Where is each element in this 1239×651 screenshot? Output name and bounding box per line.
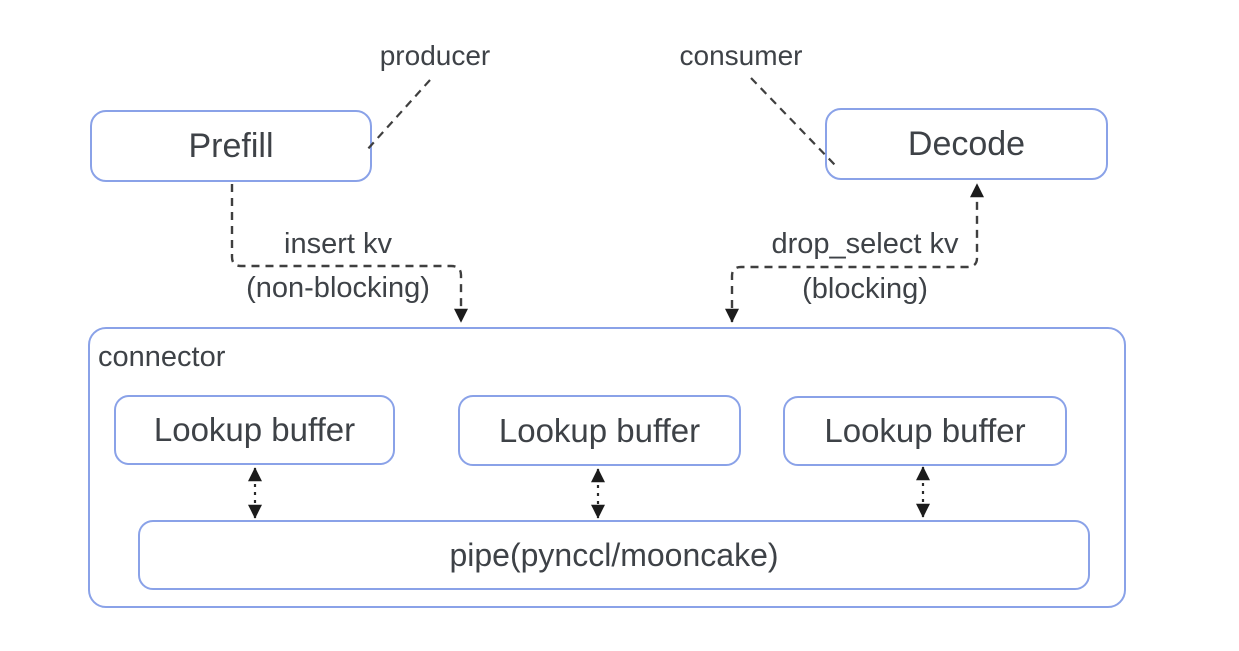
lookup-buffer-label-2: Lookup buffer <box>498 411 701 449</box>
pipe-box: pipe(pynccl/mooncake) <box>138 520 1090 590</box>
pipe-box-label: pipe(pynccl/mooncake) <box>449 536 779 573</box>
insert-kv-label: insert kv <box>284 228 392 260</box>
prefill-box-label: Prefill <box>188 126 274 165</box>
producer-pointer-line <box>365 79 431 152</box>
producer-label: producer <box>379 40 491 71</box>
consumer-label: consumer <box>679 40 803 71</box>
decode-box-label: Decode <box>907 124 1026 163</box>
lookup-buffer-label-1: Lookup buffer <box>153 411 356 448</box>
consumer-pointer-line <box>750 77 836 166</box>
lookup-buffer-label-3: Lookup buffer <box>824 412 1026 449</box>
drop-select-kv-label: drop_select kv <box>771 228 959 260</box>
connector-box-label: connector <box>98 341 226 373</box>
drop-select-kv-mode-label: (blocking) <box>802 273 928 305</box>
lookup-buffer-box-2: Lookup buffer <box>458 395 741 466</box>
insert-kv-mode-label: (non-blocking) <box>246 272 430 304</box>
lookup-buffer-box-1: Lookup buffer <box>114 395 395 465</box>
decode-box: Decode <box>825 108 1108 180</box>
prefill-box: Prefill <box>90 110 372 182</box>
lookup-buffer-box-3: Lookup buffer <box>783 396 1067 466</box>
